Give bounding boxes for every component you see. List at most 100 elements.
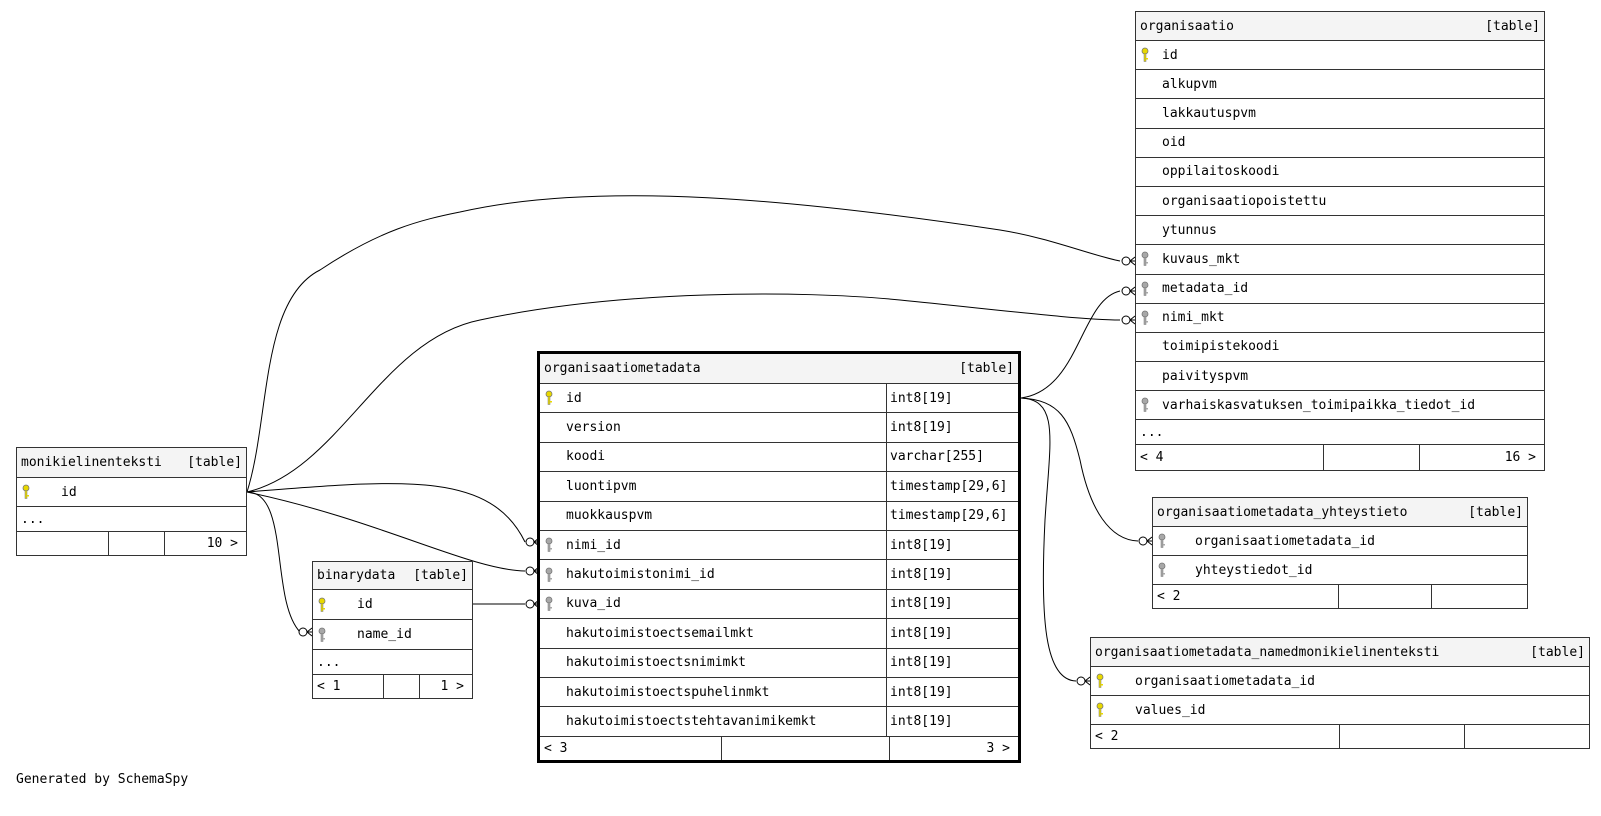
- column-type: int8[19]: [886, 384, 1018, 413]
- table-organisaatio[interactable]: organisaatio [table] id alkupvm lakkautusp…: [1135, 11, 1545, 472]
- footer-spacer: [722, 736, 890, 760]
- column-name: values_id: [1135, 702, 1206, 718]
- footer-parents-count: < 4: [1136, 445, 1324, 471]
- footer-children-count: 16 >: [1504, 450, 1536, 466]
- column-type: int8[19]: [886, 707, 1018, 736]
- relation-yhteystieto: [1020, 397, 1139, 542]
- table-organisaatiometadata-namedmonikielinenteksti[interactable]: organisaatiometadata_namedmonikielinente…: [1090, 637, 1590, 749]
- column-type: int8[19]: [886, 589, 1018, 619]
- foreign-key-icon: [545, 596, 553, 612]
- column-row[interactable]: organisaatiometadata_id: [1153, 527, 1527, 556]
- more-columns-indicator: ...: [17, 507, 246, 532]
- column-row[interactable]: kuvaus_mkt: [1136, 245, 1544, 275]
- relation-hakutoimistonimi-id-optional-marker: [525, 566, 535, 576]
- footer-parents-count: [17, 532, 109, 555]
- column-name: paivityspvm: [1162, 368, 1249, 384]
- foreign-key-icon: [318, 627, 326, 643]
- footer-parents-count: < 1: [313, 675, 384, 698]
- column-row[interactable]: id: [1136, 41, 1544, 71]
- table-organisaatiometadata-yhteystieto[interactable]: organisaatiometadata_yhteystieto [table]…: [1152, 497, 1528, 609]
- column-row[interactable]: yhteystiedot_id: [1153, 556, 1527, 585]
- column-row[interactable]: values_id: [1091, 696, 1589, 725]
- column-name: nimi_mkt: [1162, 310, 1225, 326]
- column-row[interactable]: id: [17, 478, 246, 507]
- footer-spacer: [1340, 725, 1465, 748]
- column-row[interactable]: lakkautuspvm: [1136, 99, 1544, 129]
- column-row[interactable]: organisaatiopoistettu: [1136, 187, 1544, 217]
- column-row[interactable]: varhaiskasvatuksen_toimipaikka_tiedot_id: [1136, 391, 1544, 421]
- table-footer: < 2: [1091, 725, 1589, 748]
- column-type: timestamp[29,6]: [886, 472, 1018, 501]
- foreign-key-icon: [1141, 310, 1149, 326]
- foreign-key-icon: [1158, 533, 1166, 549]
- column-name: id: [357, 597, 373, 612]
- column-type: varchar[255]: [886, 442, 1018, 472]
- column-row[interactable]: name_id: [313, 620, 472, 650]
- table-header: organisaatio [table]: [1136, 12, 1544, 41]
- table-kind-label: [table]: [187, 455, 242, 470]
- column-row[interactable]: ytunnus: [1136, 216, 1544, 246]
- table-title: binarydata: [317, 568, 396, 583]
- footer-children-count: 1 >: [440, 679, 464, 694]
- column-name: oid: [1162, 135, 1186, 151]
- column-name: lakkautuspvm: [1162, 105, 1256, 121]
- table-footer: < 2: [1153, 585, 1527, 608]
- column-type: int8[19]: [886, 648, 1018, 677]
- relation-yhteystieto-optional-marker: [1138, 536, 1148, 546]
- footer-children-count: [1465, 725, 1589, 748]
- relation-metadata-id-many-marker: [1129, 286, 1136, 296]
- footer-spacer: [1324, 445, 1420, 471]
- relation-name-id: [246, 491, 301, 633]
- column-row[interactable]: oppilaitoskoodi: [1136, 158, 1544, 187]
- table-header: organisaatiometadata [table]: [540, 354, 1018, 384]
- table-footer: 10 >: [17, 532, 246, 555]
- footer-children-count: [1432, 585, 1527, 608]
- relation-nimi-id-optional-marker: [525, 537, 535, 547]
- relation-metadata-id: [1020, 290, 1121, 399]
- foreign-key-icon: [1158, 562, 1166, 578]
- column-type: int8[19]: [886, 530, 1018, 560]
- table-title: monikielinenteksti: [21, 455, 162, 470]
- column-row[interactable]: nimi_mkt: [1136, 304, 1544, 333]
- footer-spacer: [384, 675, 420, 698]
- table-header: organisaatiometadata_yhteystieto [table]: [1153, 498, 1527, 527]
- column-type: int8[19]: [886, 413, 1018, 442]
- more-columns-indicator: ...: [313, 650, 472, 675]
- more-columns-indicator: ...: [1136, 420, 1544, 446]
- column-name: alkupvm: [1162, 76, 1217, 92]
- column-row[interactable]: toimipistekoodi: [1136, 333, 1544, 363]
- table-footer: < 3 3 >: [540, 736, 1018, 760]
- foreign-key-icon: [1141, 397, 1149, 413]
- relation-yhteystieto-many-marker: [1146, 536, 1153, 546]
- column-row[interactable]: alkupvm: [1136, 70, 1544, 100]
- column-name: organisaatiometadata_id: [1195, 533, 1376, 549]
- primary-key-icon: [22, 484, 30, 500]
- footer-parents-count: < 2: [1153, 585, 1339, 608]
- column-row[interactable]: id: [313, 590, 472, 620]
- column-row[interactable]: metadata_id: [1136, 275, 1544, 304]
- column-name: oppilaitoskoodi: [1162, 164, 1280, 180]
- column-row[interactable]: paivityspvm: [1136, 362, 1544, 392]
- relation-nimi-mkt-many-marker: [1129, 315, 1136, 325]
- column-row[interactable]: organisaatiometadata_id: [1091, 667, 1589, 696]
- foreign-key-icon: [1141, 281, 1149, 297]
- foreign-key-icon: [545, 567, 553, 583]
- table-monikielinenteksti[interactable]: monikielinenteksti [table] id ... 10 >: [16, 447, 247, 556]
- relation-namedmonikielinenteksti-many-marker: [1084, 676, 1091, 686]
- column-row[interactable]: oid: [1136, 129, 1544, 158]
- foreign-key-icon: [545, 537, 553, 553]
